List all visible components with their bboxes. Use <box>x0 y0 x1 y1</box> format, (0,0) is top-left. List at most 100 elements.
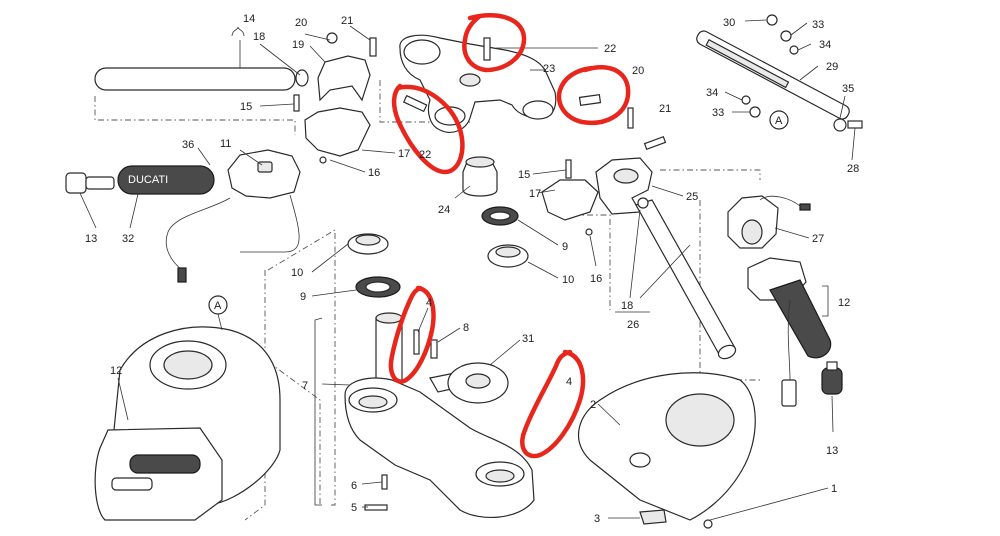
left-switch-housing <box>227 149 301 199</box>
cover-shield-large-hole <box>665 393 735 447</box>
callout-27: 27 <box>812 233 824 245</box>
callout-34-bottom: 34 <box>706 87 718 99</box>
callout-31: 31 <box>522 333 534 345</box>
reference-a-left: A <box>214 300 222 312</box>
highlight-loop-right-bolt <box>556 65 631 126</box>
callout-7: 7 <box>302 380 308 392</box>
grip-detail-inset <box>94 427 223 521</box>
callout-33-top: 33 <box>812 19 824 31</box>
callout-9-right: 9 <box>562 241 568 253</box>
right-grip-connector <box>781 379 797 407</box>
clamp-bolt-head <box>326 32 338 44</box>
callout-2: 2 <box>590 399 596 411</box>
callout-6: 6 <box>351 480 357 492</box>
callout-10-left: 10 <box>291 267 303 279</box>
damper-washer-33-top <box>780 30 792 42</box>
callout-19: 19 <box>292 39 304 51</box>
damper-bolt-30 <box>766 14 778 26</box>
callout-16-left: 16 <box>368 167 380 179</box>
callout-1: 1 <box>831 483 837 495</box>
highlight-loop-stem-bolt <box>388 285 436 384</box>
bar-end-shaft-left <box>85 176 115 190</box>
callout-13-left: 13 <box>85 233 97 245</box>
cover-shield-body <box>577 372 756 521</box>
callout-10-right: 10 <box>562 274 574 286</box>
top-yoke-left-bore <box>403 39 441 65</box>
callout-21-left: 21 <box>341 15 353 27</box>
yoke-bolt-right <box>578 93 602 107</box>
horn-31-center <box>465 373 491 389</box>
bolt-5 <box>364 504 388 511</box>
callout-28: 28 <box>847 163 859 175</box>
top-yoke-stem-hole <box>459 73 481 87</box>
bolt-6 <box>381 474 388 490</box>
left-fork-clamp <box>259 25 396 173</box>
right-fork-clamp <box>532 107 684 267</box>
callout-17-right: 17 <box>529 188 541 200</box>
callout-13-right: 13 <box>826 445 838 457</box>
left-grip-rubber <box>117 165 215 195</box>
callout-5: 5 <box>351 502 357 514</box>
right-clamp-bolt-20 <box>627 107 634 129</box>
callout-32: 32 <box>122 233 134 245</box>
right-switch-cable <box>759 195 801 207</box>
callout-34-top: 34 <box>819 39 831 51</box>
right-clamp-bolt-21 <box>643 135 667 151</box>
callout-22-left: 22 <box>419 149 431 161</box>
bearing-seal-9-lower-hole <box>365 281 391 293</box>
callout-8: 8 <box>463 322 469 334</box>
steering-damper-assembly <box>696 14 863 161</box>
callout-15-right: 15 <box>518 169 530 181</box>
bearing-10-lower-hole <box>355 234 381 246</box>
right-clamp-bore <box>613 168 639 184</box>
right-grip-switch-assembly <box>727 195 843 433</box>
callout-25: 25 <box>686 191 698 203</box>
bar-end-shaft-right <box>826 361 838 371</box>
reference-a-right: A <box>775 115 783 127</box>
callout-12-left: 12 <box>110 365 122 377</box>
right-switch-plug <box>799 203 811 211</box>
callout-11: 11 <box>220 138 231 150</box>
callout-33-bottom: 33 <box>712 107 724 119</box>
handlebar-end-cap <box>295 69 309 87</box>
callout-labels: 14 18 20 21 19 22 23 20 22 30 33 34 29 3… <box>85 13 859 525</box>
bearing-10-upper-hole <box>495 246 521 258</box>
steering-nut-top <box>465 156 495 168</box>
lower-yoke-bolt-4 <box>413 329 420 355</box>
yoke-bolt-top <box>483 37 491 61</box>
lower-yoke-bolt-8 <box>430 339 438 359</box>
right-tube-body <box>635 199 736 357</box>
cover-screw-1 <box>703 519 713 529</box>
callout-16-right: 16 <box>590 273 602 285</box>
damper-washer-34-top <box>789 45 799 55</box>
steering-damper-rod <box>705 39 790 89</box>
right-clamp-bolt-15 <box>565 159 572 179</box>
damper-washer-33-bottom <box>749 106 761 118</box>
clamp-bolt-small <box>293 94 300 112</box>
upper-triple-clamp <box>399 34 602 133</box>
right-grip-connector-cable <box>787 299 791 381</box>
damper-end-35 <box>833 118 847 132</box>
lower-yoke-right-bore-inner <box>485 469 515 483</box>
top-yoke-right-bore <box>522 100 554 120</box>
callout-35: 35 <box>842 83 854 95</box>
callout-21-right: 21 <box>659 103 671 115</box>
left-switch-cable <box>240 194 300 253</box>
highlight-loop-top-bolt <box>462 12 527 73</box>
steering-bearing-stack <box>454 156 559 279</box>
callout-14: 14 <box>243 13 255 25</box>
right-handlebar-tube <box>615 197 737 360</box>
callout-18-right: 18 <box>621 300 633 312</box>
bar-end-weight-left <box>65 172 87 194</box>
callout-20-right: 20 <box>632 65 644 77</box>
callout-36: 36 <box>182 139 194 151</box>
fuel-filler-inner <box>163 350 213 380</box>
callout-22-top: 22 <box>604 43 616 55</box>
callout-23: 23 <box>543 63 555 75</box>
steering-stem-top <box>375 312 403 324</box>
lower-yoke-left-bore-inner <box>358 395 388 409</box>
left-fairing-detail <box>94 295 281 521</box>
clamp-bolt <box>369 37 377 57</box>
bar-end-weight-right <box>821 367 843 395</box>
highlight-annotations <box>388 12 631 459</box>
